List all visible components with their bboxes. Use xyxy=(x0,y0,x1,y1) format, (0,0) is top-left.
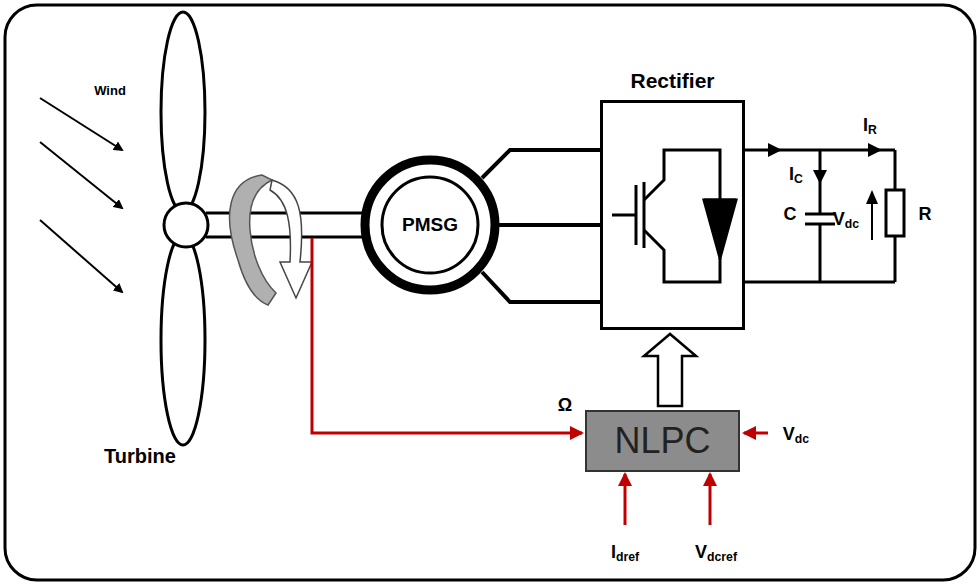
generator-circle: PMSG xyxy=(360,155,500,295)
wind-label: Wind xyxy=(94,83,126,98)
signal-name: Idref xyxy=(611,542,639,565)
phase-wires xyxy=(482,150,600,302)
component-label: R xyxy=(919,204,932,225)
part-name: Turbine xyxy=(104,445,176,468)
box-heading: Rectifier xyxy=(630,69,714,93)
rectifier-box: Rectifier xyxy=(600,100,745,330)
signal-name: Vdcref xyxy=(695,542,737,565)
rotation-arrow-head xyxy=(270,180,312,298)
signal-name: Vdc xyxy=(783,424,809,447)
current-arrows xyxy=(768,143,882,204)
turbine xyxy=(161,12,208,445)
igbt-diode-symbol xyxy=(612,150,736,282)
dc-circuit xyxy=(745,150,904,282)
current-label: IR xyxy=(863,115,877,138)
current-label: IC xyxy=(789,164,803,187)
connector xyxy=(644,334,696,406)
signal-name: Ω xyxy=(558,395,572,416)
connector xyxy=(498,225,600,226)
component-label: C xyxy=(784,204,797,225)
controller-box: NLPC xyxy=(585,410,740,472)
wind-arrows xyxy=(40,98,122,292)
node-label: PMSG xyxy=(402,214,458,236)
frame xyxy=(5,5,975,580)
rotation-arrow xyxy=(230,175,276,305)
voltage-label: Vdc xyxy=(833,209,859,232)
node-label: NLPC xyxy=(614,420,710,462)
